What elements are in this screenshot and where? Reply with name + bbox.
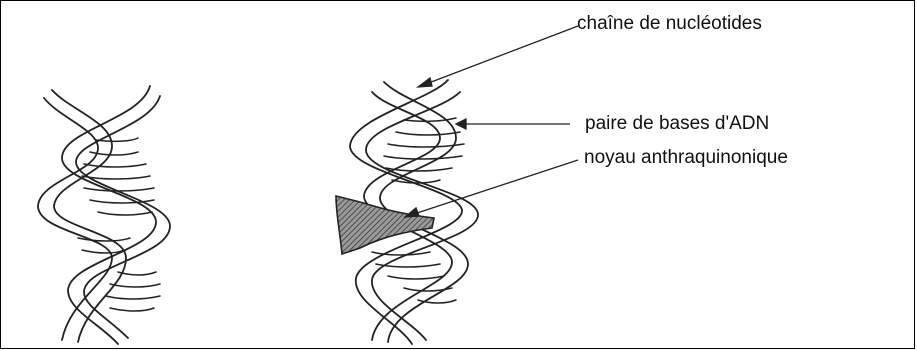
label-nucleotide-chain: chaîne de nucléotides [577,14,762,33]
base-pair-rungs-left [78,138,160,311]
backbone-strand-a [38,98,112,340]
arrowhead-base-pair [456,119,466,129]
arrow-anthraquinone-core [414,160,578,214]
anthraquinone-core-shape [336,196,434,254]
arrowhead-anthraquinone-core [405,208,419,217]
arrowhead-nucleotide-chain [418,78,432,87]
arrow-nucleotide-chain [426,26,578,84]
dna-helix-plain [38,86,170,344]
label-dna-base-pair: paire de bases d'ADN [585,114,769,133]
backbone-strand-b [62,86,156,344]
label-anthraquinone-core: noyau anthraquinonique [584,148,788,167]
backbone-strand-b-outer [76,96,170,338]
